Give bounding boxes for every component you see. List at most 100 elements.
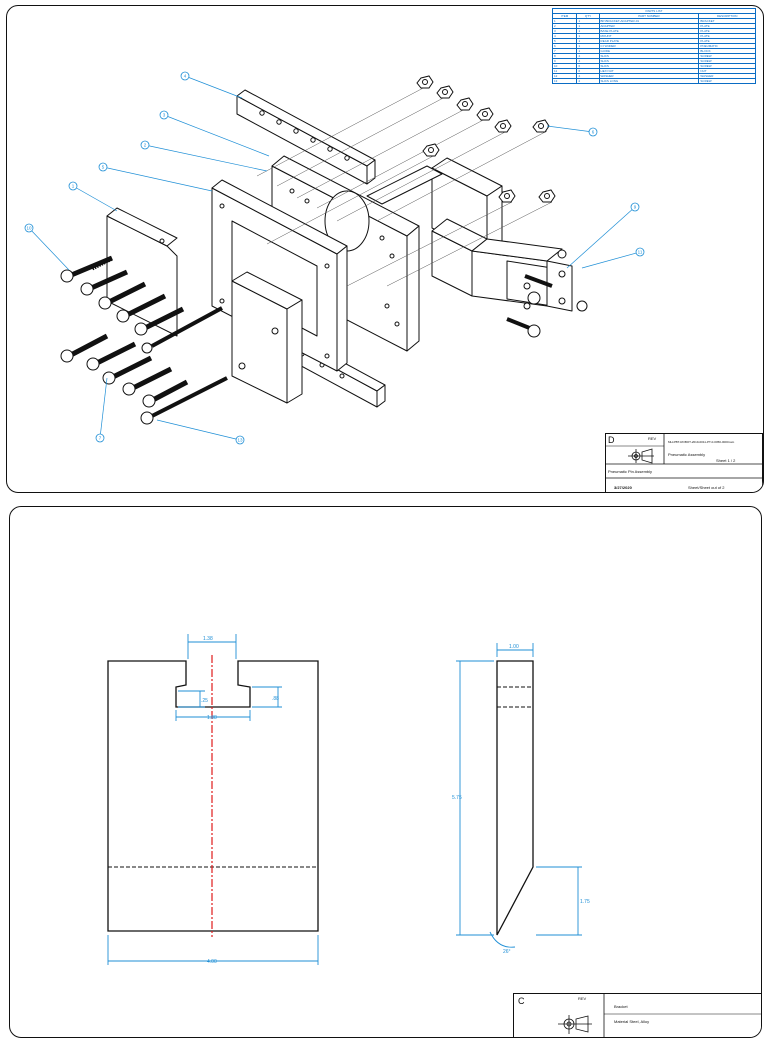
title-block: D REV MH-PBT-ROBOT-2019-0011-PT-0-0050-0… — [605, 433, 763, 492]
balloon-leader — [72, 185, 118, 212]
socket-head-bolt — [102, 355, 153, 385]
balloon-label: 3 — [163, 113, 166, 118]
balloon-circle — [68, 181, 78, 191]
dim-thickness: 1.00 — [509, 644, 519, 650]
balloon-circle — [235, 435, 245, 445]
zone-letter: C — [518, 996, 525, 1006]
zone-letter: D — [608, 435, 615, 445]
drawing-subtitle: Pneumatic Pin Assembly — [608, 469, 653, 474]
front-dimensions — [107, 634, 319, 965]
hex-nut — [456, 97, 474, 111]
socket-head-bolt — [506, 317, 541, 338]
balloon-label: 1 — [72, 184, 75, 189]
balloon-circle — [98, 162, 108, 172]
balloon-circle — [635, 247, 645, 257]
hex-nut — [494, 119, 512, 133]
bracket-detail-drawing: 1.38 .25 .88 1.38 4.00 1.00 — [107, 634, 590, 965]
balloon-callouts: 4 3 2 5 1 10 6 9 11 7 13 — [24, 71, 645, 445]
title-block-lines — [558, 994, 761, 1037]
front-view: 1.38 .25 .88 1.38 4.00 — [107, 634, 319, 965]
balloon-circle — [24, 223, 34, 233]
balloon-leader — [144, 144, 268, 172]
balloon-label: 7 — [99, 436, 102, 441]
rev-label: REV — [648, 436, 657, 441]
detail-sheet: 1.38 .25 .88 1.38 4.00 1.00 — [9, 506, 762, 1038]
hex-nut-group — [416, 75, 556, 203]
socket-head-bolt — [60, 255, 114, 283]
projection-symbol-icon — [558, 1015, 592, 1034]
material-label: Material Steel, Alloy — [614, 1019, 650, 1024]
balloon-label: 2 — [144, 143, 147, 148]
balloon-leader — [566, 206, 636, 269]
dim-overall-width: 4.00 — [207, 959, 217, 965]
hex-nut — [476, 107, 494, 121]
dim-t-width: 1.38 — [207, 715, 217, 721]
balloon-label: 10 — [26, 226, 32, 231]
socket-head-bolt — [557, 249, 567, 259]
balloon-leader — [102, 166, 213, 192]
balloon-circle — [180, 71, 190, 81]
bracket-part — [106, 207, 178, 337]
side-dimensions — [456, 643, 582, 948]
balloon-label: 5 — [102, 165, 105, 170]
hex-nut — [416, 75, 434, 89]
drawing-title: Pneumatic Assembly — [668, 452, 706, 457]
dim-height: 5.75 — [452, 795, 462, 801]
guide-block-part — [231, 271, 303, 404]
balloon-leader — [163, 114, 270, 157]
socket-head-bolt — [142, 379, 189, 408]
socket-head-bolt — [60, 333, 109, 363]
dim-slot-depth: .25 — [201, 698, 208, 704]
dim-angle: 26° — [503, 949, 511, 955]
balloon-leader — [184, 75, 243, 99]
front-view-outline — [107, 660, 319, 932]
side-view-outline — [496, 660, 534, 936]
hex-nut — [532, 119, 550, 133]
balloon-label: 9 — [634, 205, 637, 210]
top-bar-part — [236, 89, 376, 185]
long-bolt — [141, 306, 223, 354]
balloon-circle — [630, 202, 640, 212]
socket-head-bolt — [524, 274, 553, 305]
balloon-label: 6 — [592, 130, 595, 135]
hex-nut — [422, 143, 440, 157]
hex-nut — [436, 85, 454, 99]
balloon-label: 11 — [638, 250, 643, 255]
parts-list-cell: 13 — [551, 78, 578, 84]
balloon-label: 13 — [237, 438, 243, 443]
sheet-number: Sheet 1 / 2 — [716, 458, 736, 463]
projection-symbol-icon — [628, 448, 654, 464]
socket-head-bolt — [576, 300, 588, 312]
bolt-group — [60, 249, 588, 425]
parts-list-cell: SHCS LONG — [598, 78, 700, 84]
socket-head-bolt — [80, 269, 129, 296]
parts-list-cell: 2 — [576, 78, 600, 84]
socket-head-bolt — [122, 366, 173, 396]
socket-head-bolt — [116, 293, 167, 323]
document-number: MH-PBT-ROBOT-2019-0011-PT-0-0050-0000.ia… — [668, 440, 735, 444]
hex-nut — [538, 189, 556, 203]
part-title: Bracket — [614, 1004, 628, 1009]
balloon-leader — [581, 251, 641, 269]
explode-lines — [256, 85, 553, 287]
balloon-leader — [99, 377, 108, 439]
exploded-assembly-drawing: 4 3 2 5 1 10 6 9 11 7 13 — [24, 71, 645, 445]
balloon-circle — [588, 127, 598, 137]
socket-head-bolt — [98, 281, 147, 310]
socket-head-bolt — [86, 341, 137, 371]
drawing-date: 3/27/2020 — [614, 485, 632, 490]
long-bolt — [140, 376, 228, 425]
cylinder-part — [431, 218, 573, 312]
balloon-circle — [95, 433, 105, 443]
dim-slot-width: 1.38 — [203, 636, 213, 642]
dim-t-depth: .88 — [272, 696, 279, 702]
balloon-circle — [159, 110, 169, 120]
balloon-label: 4 — [184, 74, 187, 79]
balloon-circle — [140, 140, 150, 150]
balloon-leader — [156, 419, 241, 441]
balloon-leader — [546, 125, 594, 133]
title-block: C REV Bracket Material Steel, Alloy — [513, 993, 761, 1037]
